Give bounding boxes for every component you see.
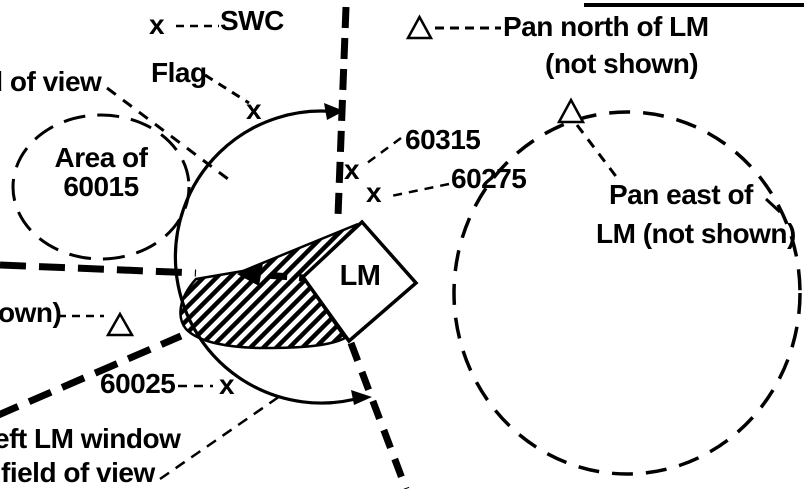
sample-60025-x-marker: x <box>219 369 235 400</box>
sample-60315-leader-line <box>362 136 402 168</box>
flag-x-marker: x <box>246 94 262 125</box>
sample-60315-x-marker: x <box>344 154 360 185</box>
traverse-line-southeast <box>347 341 410 489</box>
legend-swc-x-icon: x <box>149 9 165 40</box>
pan-east-coverage-circle <box>452 110 802 476</box>
area-60015-line1: Area of <box>54 142 148 173</box>
lm-diamond <box>300 219 419 344</box>
pan-west-triangle-marker <box>105 311 135 337</box>
sample-60315-label: 60315 <box>405 124 481 155</box>
legend-pan-north-label: Pan north of LM <box>503 11 709 42</box>
lm-fov-circle-arc <box>173 109 364 405</box>
left-window-label-line2: field of view <box>1 457 155 488</box>
traverse-line-southwest <box>0 332 183 419</box>
area-60015-ellipse <box>11 113 191 261</box>
legend-pan-north-sublabel: (not shown) <box>545 48 699 79</box>
pan-east-triangle-marker <box>556 97 586 124</box>
hatched-area <box>179 222 359 350</box>
flag-leader-line <box>204 73 250 105</box>
sample-60275-leader-line <box>390 182 450 198</box>
legend-triangle-icon <box>405 14 434 40</box>
area-60015-label: Area of 60015 <box>10 143 192 202</box>
left-window-label-line1: eft LM window <box>0 423 181 454</box>
legend-swc-label: SWC <box>220 5 284 36</box>
lm-label: LM <box>339 260 381 292</box>
traverse-arrowhead-west <box>237 263 263 286</box>
pan-east-label-line2: LM (not shown) <box>596 218 796 249</box>
pan-east-leader-line <box>575 124 620 180</box>
area-60015-line2: 60015 <box>63 171 139 203</box>
traverse-line-north <box>334 6 350 217</box>
fov-arc-arrowhead-top <box>324 103 344 120</box>
fov-bottom-leader-line <box>159 392 284 481</box>
traverse-line-west <box>0 261 197 277</box>
sample-60275-label: 60275 <box>451 163 527 194</box>
sample-60025-label: 60025 <box>100 368 176 399</box>
fov-arc-arrowhead-bottom <box>351 390 372 405</box>
pan-east-label-line1: Pan east of <box>609 179 753 210</box>
sample-60275-x-marker: x <box>366 177 382 208</box>
flag-label: Flag <box>151 57 207 88</box>
fov-top-label-fragment: d of view <box>0 66 102 97</box>
pan-east-label-tail-dash <box>764 197 782 214</box>
pan-west-label-fragment: own) <box>0 297 62 328</box>
